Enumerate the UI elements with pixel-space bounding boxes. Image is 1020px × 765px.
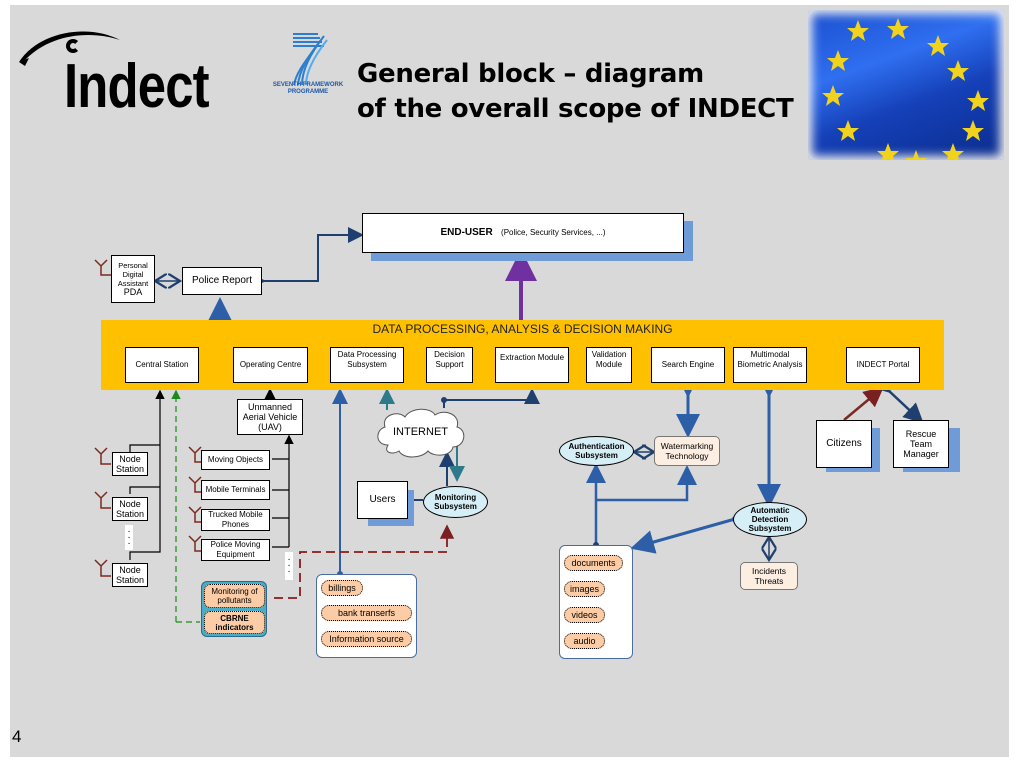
monitoring-pollutants[interactable]: Monitoring of pollutants: [204, 584, 265, 608]
indect-logo-arc-icon: [19, 31, 120, 66]
module-multimodal-biometric[interactable]: Multimodal Biometric Analysis: [733, 347, 807, 383]
source-information[interactable]: Information source: [321, 631, 412, 647]
cbrne-indicators[interactable]: CBRNE indicators: [204, 611, 265, 634]
page-title: General block – diagram of the overall s…: [357, 57, 794, 127]
processing-bar-title: DATA PROCESSING, ANALYSIS & DECISION MAK…: [372, 322, 673, 336]
citizens-box[interactable]: Citizens: [816, 420, 872, 468]
source-mobile-terminals[interactable]: Mobile Terminals: [201, 480, 270, 500]
module-data-processing[interactable]: Data Processing Subsystem: [330, 347, 404, 383]
pda-box[interactable]: Personal Digital Assistant PDA: [111, 255, 155, 303]
watermarking-technology[interactable]: Watermarking Technology: [654, 436, 720, 466]
module-validation[interactable]: Validation Module: [586, 347, 632, 383]
node-station[interactable]: Node Station: [112, 497, 148, 521]
source-trucked-phones[interactable]: Trucked Mobile Phones: [201, 509, 270, 531]
end-user-label: END-USER: [440, 227, 493, 238]
page-number: 4: [12, 727, 22, 746]
module-central-station[interactable]: Central Station: [125, 347, 199, 383]
pda-line: Assistant: [117, 279, 149, 288]
pda-line: Digital: [122, 270, 144, 279]
authentication-subsystem[interactable]: Authentication Subsystem: [559, 436, 634, 466]
fp7-seven-icon: [293, 33, 328, 86]
source-billings[interactable]: billings: [321, 580, 363, 596]
uav-box[interactable]: Unmanned Aerial Vehicle (UAV): [237, 399, 303, 435]
module-decision-support[interactable]: Decision Support: [426, 347, 473, 383]
node-station[interactable]: Node Station: [112, 563, 148, 587]
indect-logo: Indect: [64, 52, 210, 121]
module-operating-centre[interactable]: Operating Centre: [233, 347, 308, 383]
media-images[interactable]: images: [564, 581, 605, 597]
more-nodes-ellipsis: ···: [125, 525, 133, 550]
source-moving-objects[interactable]: Moving Objects: [201, 450, 270, 470]
rescue-team-manager-box[interactable]: Rescue Team Manager: [893, 420, 949, 468]
police-report-box[interactable]: Police Report: [182, 267, 262, 295]
eu-stars-icon: [822, 18, 989, 160]
pda-line: Personal: [118, 261, 148, 270]
indect-logo-dot-icon: [66, 39, 80, 53]
title-line-1: General block – diagram: [357, 59, 704, 89]
users-box[interactable]: Users: [357, 481, 408, 519]
source-bank-transfers[interactable]: bank transerfs: [321, 605, 412, 621]
pda-line: PDA: [123, 287, 143, 297]
media-videos[interactable]: videos: [564, 607, 605, 623]
incidents-threats[interactable]: Incidents Threats: [740, 562, 798, 590]
internet-label: INTERNET: [393, 426, 448, 438]
automatic-detection-subsystem[interactable]: Automatic Detection Subsystem: [733, 502, 807, 537]
fp7-line2: PROGRAMME: [287, 89, 329, 95]
end-user-sublabel: (Police, Security Services, ...): [501, 228, 606, 237]
fp7-line1: SEVENTH FRAMEWORK: [272, 82, 344, 88]
media-documents[interactable]: documents: [564, 555, 623, 571]
more-sources-ellipsis: ···: [285, 552, 293, 580]
title-line-2: of the overall scope of INDECT: [357, 94, 794, 124]
monitoring-subsystem[interactable]: Monitoring Subsystem: [423, 486, 488, 518]
module-extraction[interactable]: Extraction Module: [495, 347, 569, 383]
eu-flag-image: [808, 10, 1004, 160]
node-station[interactable]: Node Station: [112, 452, 148, 476]
source-police-equipment[interactable]: Police Moving Equipment: [201, 539, 270, 561]
module-indect-portal[interactable]: INDECT Portal: [846, 347, 920, 383]
fp7-logo: SEVENTH FRAMEWORK PROGRAMME: [258, 30, 358, 100]
media-audio[interactable]: audio: [564, 633, 605, 649]
end-user-box[interactable]: END-USER (Police, Security Services, ...…: [362, 213, 684, 253]
internet-cloud-icon: [377, 408, 465, 458]
module-search-engine[interactable]: Search Engine: [651, 347, 725, 383]
